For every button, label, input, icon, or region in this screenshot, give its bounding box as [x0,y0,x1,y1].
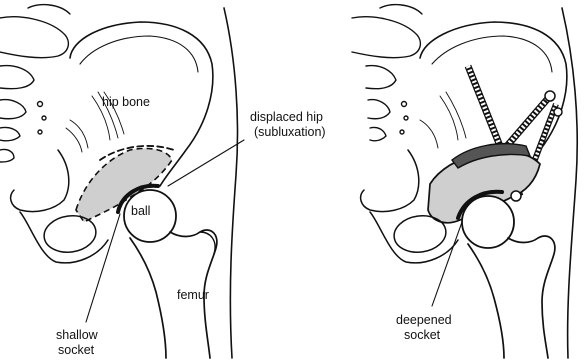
right-screw-head-1 [545,91,555,101]
right-ilium-hatching [420,92,466,148]
right-panel-after-surgery: deepened socket [352,5,577,358]
label-shallow-line2: socket [58,343,95,357]
label-femur: femur [177,288,209,302]
label-deepened-line2: socket [404,328,441,342]
left-ilium-inner-ridge [80,36,198,72]
right-spine [352,5,422,141]
left-ilium-lower [11,150,69,212]
right-femur-inner [468,244,504,358]
label-hip-bone: hip bone [102,95,150,109]
left-greater-trochanter [200,232,215,254]
left-body-contour [224,8,238,358]
right-screw-head-2 [554,108,562,116]
label-deepened-line1: deepened [396,313,452,327]
label-ball: ball [131,204,150,218]
right-leader-deepened [432,222,462,306]
right-ilium-inner-ridge [432,36,552,72]
label-displaced-hip-line1: displaced hip [250,110,323,124]
right-femur-outline [508,236,555,358]
left-spine [0,5,70,162]
label-displaced-hip-line2: (subluxation) [254,125,326,139]
label-shallow-line1: shallow [56,328,99,342]
right-ilium-lower [361,150,419,212]
left-leader-shallow [86,214,120,322]
left-femur-inner [130,238,166,358]
left-leader-displaced [168,140,244,186]
left-panel-before-surgery: hip bone displaced hip (subluxation) bal… [0,5,326,358]
right-femoral-head [462,196,514,248]
right-screw-head-3 [511,191,521,201]
